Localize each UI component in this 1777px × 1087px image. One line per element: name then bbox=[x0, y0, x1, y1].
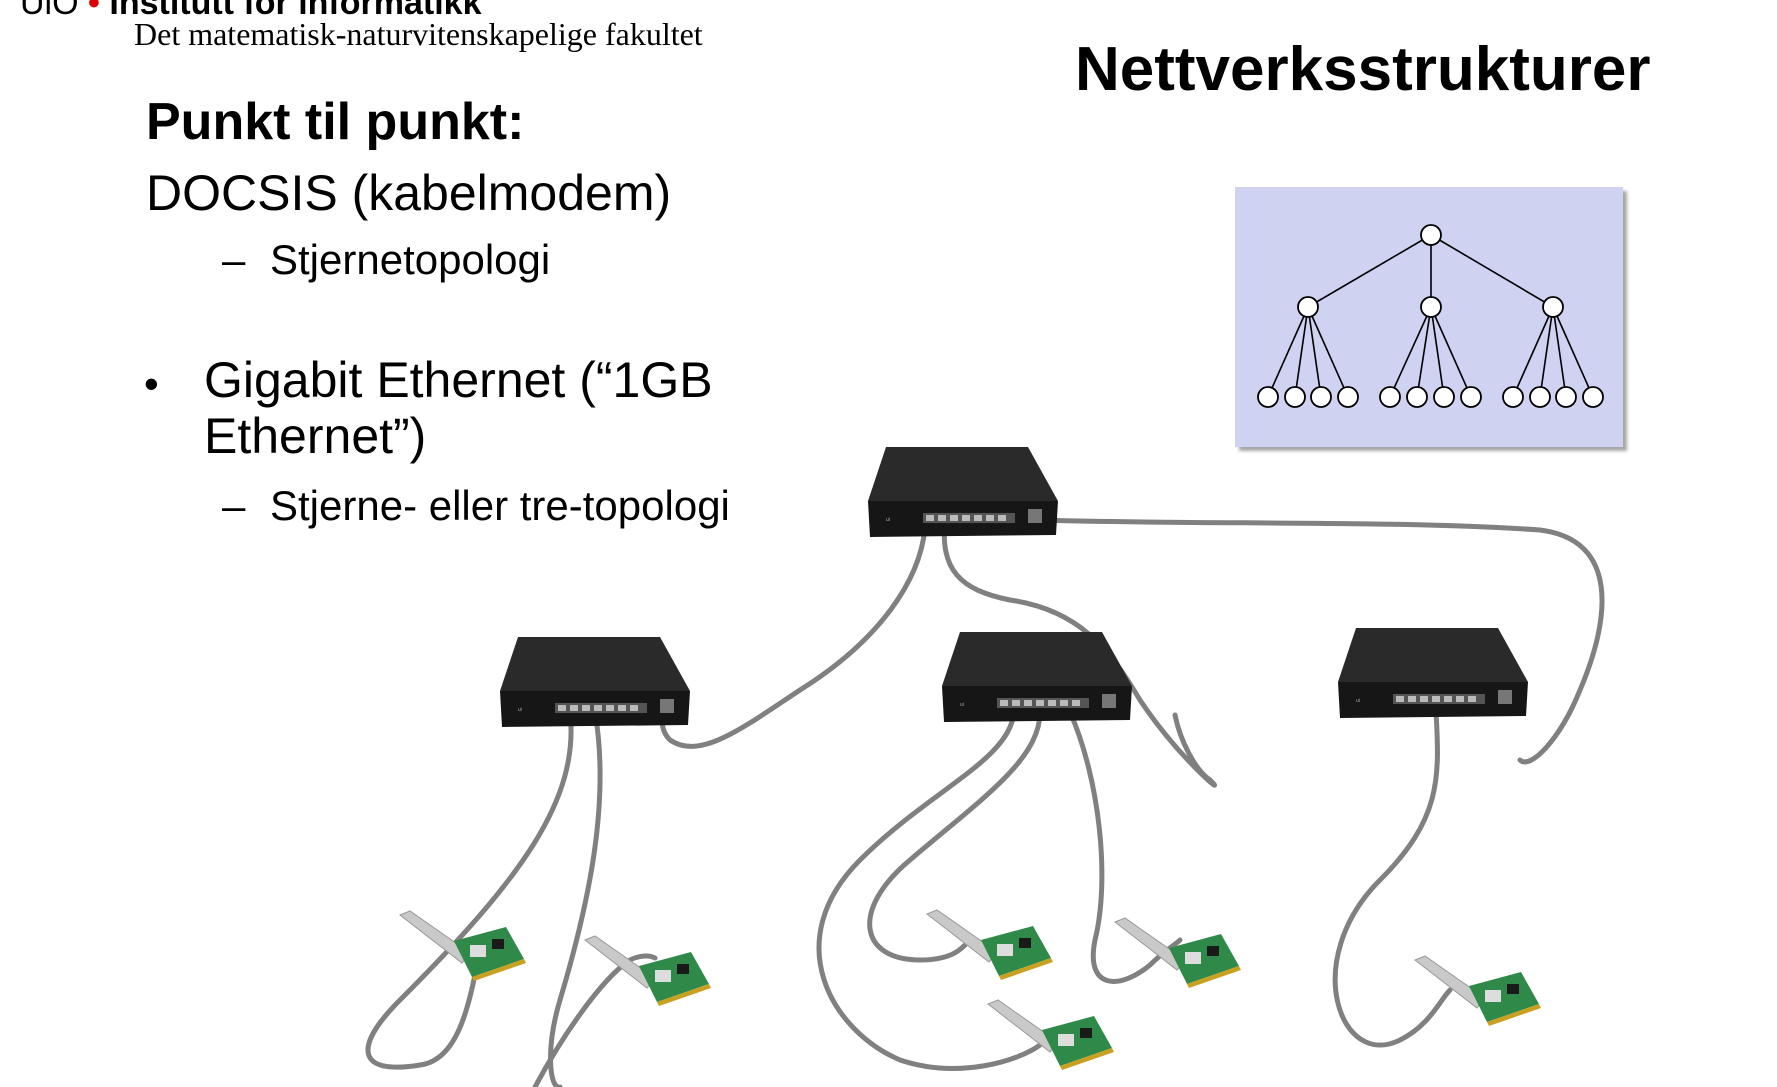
bullet-marker: • bbox=[144, 360, 159, 407]
sub-item-docsis-dash: – bbox=[222, 236, 246, 283]
tree-topology-diagram bbox=[1235, 187, 1623, 447]
sub-item-gigabit-dash: – bbox=[222, 482, 246, 529]
network-card-icon bbox=[399, 910, 527, 982]
institute-label: Institutt for informatikk bbox=[109, 0, 482, 22]
section-heading: Punkt til punkt: bbox=[146, 93, 525, 151]
network-switch-icon bbox=[942, 632, 1132, 722]
network-card-icon bbox=[584, 935, 712, 1007]
network-switch-icon bbox=[500, 637, 690, 727]
faculty-name: Det matematisk-naturvitenskapelige fakul… bbox=[134, 16, 703, 52]
slide-title: Nettverksstrukturer bbox=[1075, 35, 1651, 104]
item-docsis: DOCSIS (kabelmodem) bbox=[146, 165, 672, 221]
network-switch-icon bbox=[868, 447, 1058, 537]
logo-dot: • bbox=[88, 0, 100, 22]
uio-logo-text: UiO bbox=[20, 0, 79, 22]
network-card-icon bbox=[926, 909, 1054, 981]
network-switch-icon bbox=[1338, 628, 1528, 718]
network-card-icon bbox=[1414, 955, 1542, 1027]
item-gigabit-ethernet: Gigabit Ethernet (“1GB Ethernet”) bbox=[204, 352, 713, 464]
tree-diagram-svg bbox=[1257, 224, 1604, 408]
sub-item-star-or-tree: Stjerne- eller tre-topologi bbox=[270, 482, 730, 529]
institute-name: UiO • Institutt for informatikk bbox=[20, 0, 481, 23]
sub-item-star-topology: Stjernetopologi bbox=[270, 236, 551, 283]
